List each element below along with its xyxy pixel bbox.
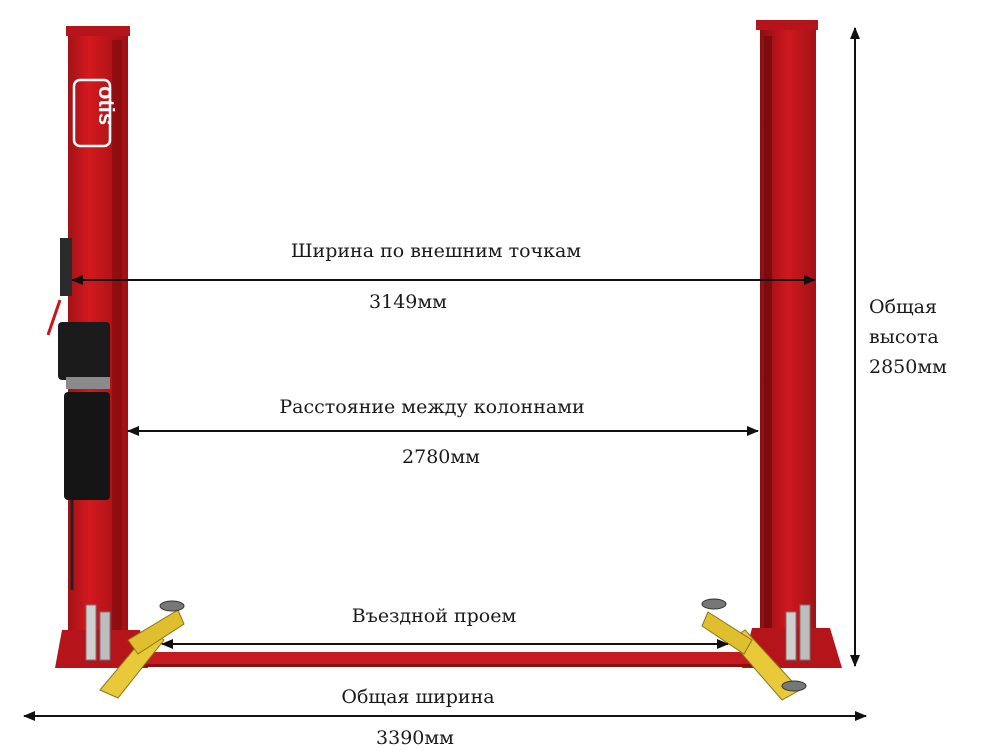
right-lift-arms: [701, 598, 807, 701]
control-cable: [46, 299, 62, 336]
right-column: [742, 20, 842, 668]
total-width-title: Общая ширина: [337, 686, 499, 708]
column-distance-value: 2780мм: [402, 446, 480, 468]
left-arm-rear: [127, 609, 185, 655]
outer-width-title: Ширина по внешним точкам: [290, 240, 582, 262]
right-column-cap: [756, 20, 818, 30]
left-lift-arms: [99, 600, 185, 699]
control-box: [60, 238, 72, 296]
total-width-value: 3390мм: [376, 727, 454, 749]
left-cylinder-b: [99, 611, 111, 661]
left-lift-pad: [159, 600, 185, 612]
right-cylinder-b: [799, 604, 811, 661]
total-height-line1: Общая: [869, 296, 937, 318]
otis-logo-badge: [72, 78, 112, 148]
motor: [58, 322, 110, 380]
right-lift-pad: [701, 598, 727, 610]
floor-plate-shadow: [140, 664, 752, 667]
total-height-line2: высота: [869, 326, 939, 348]
otis-logo: otis: [94, 86, 119, 125]
left-column-inner-channel: [112, 40, 122, 640]
right-cylinder-a: [785, 611, 797, 661]
right-lift-pad-front: [781, 680, 807, 692]
motor-ring: [66, 377, 110, 389]
outer-width-value: 3149мм: [369, 291, 447, 313]
power-unit: [46, 238, 110, 590]
drive-through-title: Въездной проем: [351, 605, 517, 627]
left-column-cap: [66, 26, 130, 36]
column-distance-title: Расстояние между колоннами: [279, 396, 585, 418]
right-arm-rear: [701, 611, 753, 655]
left-cylinder-a: [85, 604, 97, 661]
oil-tank: [64, 392, 110, 500]
floor-plate: [140, 652, 752, 666]
total-height-value: 2850мм: [869, 356, 947, 378]
right-column-inner-channel: [764, 36, 772, 636]
